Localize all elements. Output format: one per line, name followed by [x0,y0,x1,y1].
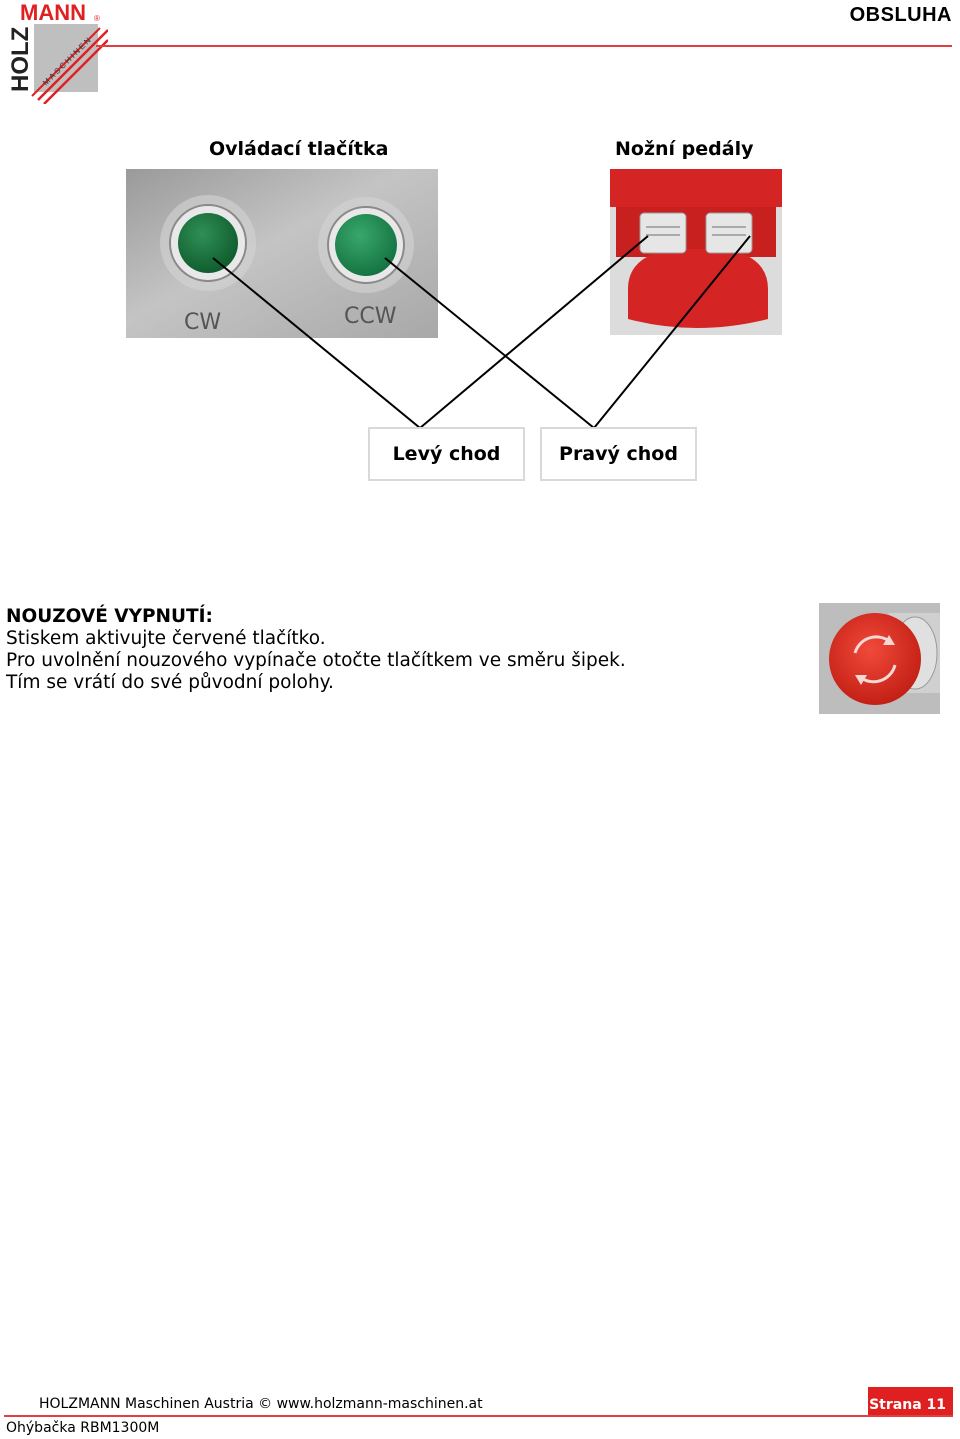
footer-divider [4,1415,953,1417]
logo-mann-text: MANN [20,0,86,25]
control-buttons-photo: CW CCW [126,169,438,338]
header-divider [96,45,952,47]
ccw-label: CCW [344,304,397,329]
control-buttons-caption: Ovládací tlačítka [209,138,389,160]
holzmann-logo: MANN ® HOLZ MASCHINEN [7,0,108,104]
page-number-badge: Strana 11 [868,1387,953,1415]
foot-pedals-photo [610,169,782,335]
foot-pedals-caption: Nožní pedály [615,138,754,160]
footer-product: Ohýbačka RBM1300M [6,1420,160,1436]
emergency-line-3: Tím se vrátí do své původní polohy. [6,672,334,693]
emergency-stop-text: NOUZOVÉ VYPNUTÍ: Stiskem aktivujte červe… [6,606,626,694]
emergency-line-1: Stiskem aktivujte červené tlačítko. [6,628,326,649]
logo-registered-mark: ® [94,14,100,23]
logo-holz-text: HOLZ [7,27,34,92]
emergency-line-2: Pro uvolnění nouzového vypínače otočte t… [6,650,626,671]
right-run-label: Pravý chod [540,427,697,481]
section-title: OBSLUHA [849,4,952,26]
left-run-label: Levý chod [368,427,525,481]
cw-label: CW [184,310,221,335]
emergency-stop-photo [819,603,940,714]
emergency-heading: NOUZOVÉ VYPNUTÍ: [6,606,213,627]
footer-company: HOLZMANN Maschinen Austria © www.holzman… [39,1396,483,1412]
